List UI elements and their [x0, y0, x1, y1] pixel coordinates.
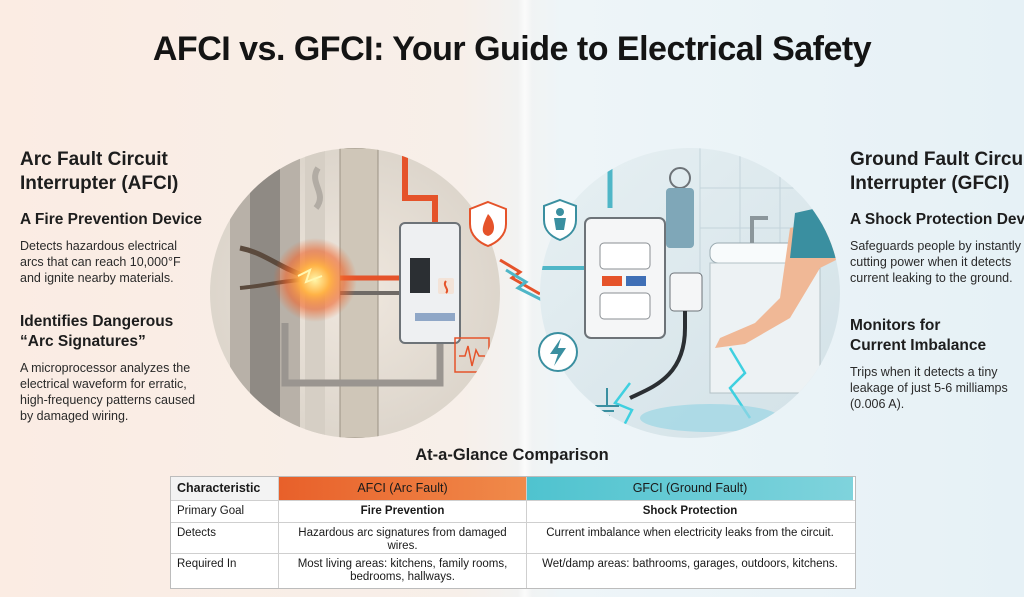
table-cell: Primary Goal [171, 501, 279, 522]
table-cell: Current imbalance when electricity leaks… [546, 527, 834, 539]
center-divider [518, 0, 532, 597]
fire-shield-icon [469, 200, 507, 248]
afci-description: Detects hazardous electrical arcs that c… [20, 239, 181, 285]
table-cell: Detects [171, 523, 279, 553]
table-cell: Fire Prevention [279, 501, 527, 522]
table-cell: Wet/damp areas: bathrooms, garages, outd… [542, 558, 838, 570]
table-cell: Required In [171, 554, 279, 588]
gfci-subheading: A Shock Protection Device [850, 211, 1024, 228]
table-header-characteristic: Characteristic [171, 477, 279, 500]
table-header-afci: AFCI (Arc Fault) [279, 477, 527, 500]
gfci-section-description: Trips when it detects a tiny leakage of … [850, 365, 1008, 411]
afci-illustration-graphic [210, 148, 500, 438]
gfci-description: Safeguards people by instantly cutting p… [850, 239, 1021, 285]
gfci-panel: Ground Fault Circuit Interrupter (GFCI) … [850, 148, 1024, 412]
table-cell: Most living areas: kitchens, family room… [279, 554, 527, 588]
table-row: Required In Most living areas: kitchens,… [171, 553, 855, 588]
gfci-section-heading: Monitors for Current Imbalance [850, 317, 987, 354]
connector-lightning-icon [499, 258, 547, 304]
table-cell: Shock Protection [642, 505, 738, 517]
afci-illustration [210, 148, 500, 438]
table-cell: Hazardous arc signatures from damaged wi… [279, 523, 527, 553]
shock-warning-icon [538, 332, 578, 372]
comparison-title: At-a-Glance Comparison [415, 446, 609, 464]
gfci-illustration-graphic [540, 148, 840, 438]
afci-subheading: A Fire Prevention Device [20, 211, 203, 228]
comparison-table: Characteristic AFCI (Arc Fault) GFCI (Gr… [170, 476, 856, 589]
gfci-heading: Ground Fault Circuit Interrupter (GFCI) [850, 149, 1024, 194]
table-row: Detects Hazardous arc signatures from da… [171, 522, 855, 553]
table-row: Primary Goal Fire Prevention Shock Prote… [171, 500, 855, 522]
page-title: AFCI vs. GFCI: Your Guide to Electrical … [152, 30, 872, 68]
gfci-illustration [540, 148, 840, 438]
person-icon [543, 198, 577, 242]
table-header-gfci: GFCI (Ground Fault) [527, 477, 853, 500]
afci-heading: Arc Fault Circuit Interrupter (AFCI) [20, 149, 179, 194]
afci-section-description: A microprocessor analyzes the electrical… [20, 361, 196, 423]
table-header-row: Characteristic AFCI (Arc Fault) GFCI (Gr… [171, 477, 855, 500]
afci-section-heading: Identifies Dangerous “Arc Signatures” [20, 313, 174, 350]
afci-panel: Arc Fault Circuit Interrupter (AFCI) A F… [20, 148, 220, 424]
